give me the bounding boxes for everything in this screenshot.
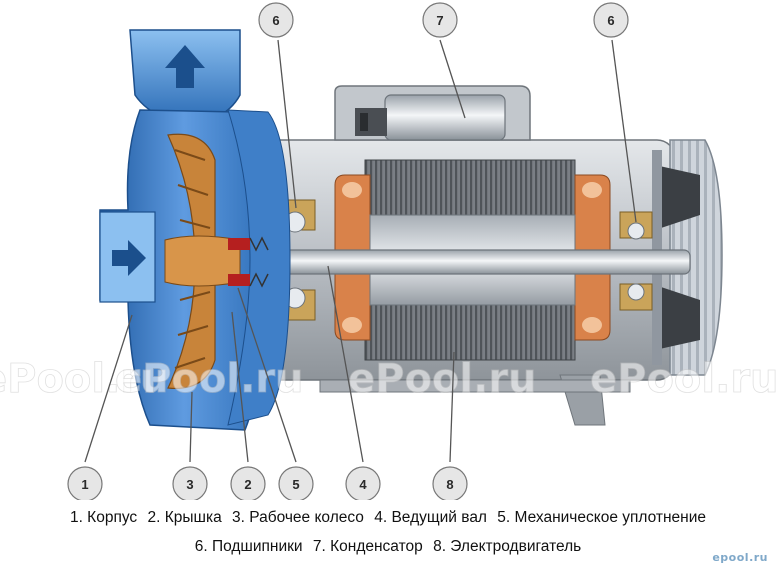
callout-7: 7 bbox=[422, 2, 458, 38]
callout-8: 8 bbox=[432, 466, 468, 500]
callout-5: 5 bbox=[278, 466, 314, 500]
svg-text:1: 1 bbox=[81, 477, 88, 492]
pump-cutaway-diagram: ePool.ru ePool.ru ePool.ru ePool.ru 1 3 … bbox=[0, 2, 776, 500]
outlet-flow-arrow-icon bbox=[165, 45, 205, 88]
legend-row-1: 1. Корпус 2. Крышка 3. Рабочее колесо 4.… bbox=[0, 509, 776, 527]
svg-text:5: 5 bbox=[292, 477, 299, 492]
mechanical-seal bbox=[228, 236, 269, 288]
callout-6-front: 6 bbox=[258, 2, 294, 38]
fan-cover bbox=[652, 139, 723, 376]
impeller bbox=[164, 133, 241, 390]
svg-text:ePool.ru: ePool.ru bbox=[0, 356, 169, 402]
corner-logo: epool.ru bbox=[712, 551, 768, 564]
svg-text:4: 4 bbox=[359, 477, 367, 492]
callout-4: 4 bbox=[345, 466, 381, 500]
watermark-layer: ePool.ru ePool.ru ePool.ru ePool.ru bbox=[0, 356, 776, 403]
svg-text:6: 6 bbox=[272, 13, 279, 28]
legend-item-seal: 5. Механическое уплотнение bbox=[497, 509, 707, 526]
inlet-flow-arrow-icon bbox=[112, 240, 146, 276]
leader-lines bbox=[84, 39, 637, 463]
bearing-rear bbox=[619, 211, 653, 311]
legend-item-impeller: 3. Рабочее колесо bbox=[232, 509, 364, 526]
svg-text:8: 8 bbox=[446, 477, 453, 492]
legend-item-motor: 8. Электродвигатель bbox=[433, 538, 582, 555]
svg-text:ePool.ru: ePool.ru bbox=[115, 356, 304, 402]
callout-2: 2 bbox=[230, 466, 266, 500]
callout-1: 1 bbox=[67, 466, 103, 500]
svg-text:ePool.ru: ePool.ru bbox=[348, 356, 537, 402]
legend-row-2: 6. Подшипники 7. Конденсатор 8. Электрод… bbox=[0, 538, 776, 556]
callout-6-rear: 6 bbox=[593, 2, 629, 38]
svg-text:7: 7 bbox=[436, 13, 443, 28]
svg-text:2: 2 bbox=[244, 477, 251, 492]
legend-item-capacitor: 7. Конденсатор bbox=[312, 538, 423, 555]
svg-text:6: 6 bbox=[607, 13, 614, 28]
capacitor bbox=[355, 94, 506, 141]
legend-item-cover: 2. Крышка bbox=[147, 509, 222, 526]
legend-item-housing: 1. Корпус bbox=[69, 509, 138, 526]
legend-item-bearings: 6. Подшипники bbox=[194, 538, 303, 555]
callout-3: 3 bbox=[172, 466, 208, 500]
svg-text:ePool.ru: ePool.ru bbox=[590, 356, 776, 402]
svg-text:3: 3 bbox=[186, 477, 193, 492]
legend-item-shaft: 4. Ведущий вал bbox=[374, 509, 487, 526]
